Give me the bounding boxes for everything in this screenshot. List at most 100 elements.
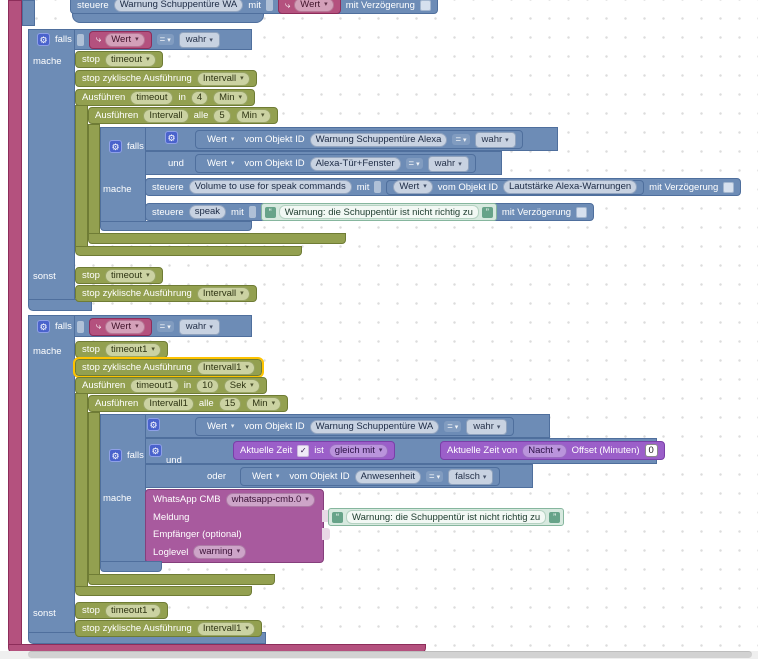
delay-value-field[interactable]: 4 xyxy=(190,90,209,105)
if-block-3-label-row[interactable]: ⚙ falls xyxy=(103,138,150,155)
astro-type-dropdown[interactable]: Nacht xyxy=(522,443,567,458)
unit-dropdown[interactable]: Sek xyxy=(223,378,260,393)
gear-icon[interactable]: ⚙ xyxy=(149,444,162,457)
wert-dropdown[interactable]: Wert xyxy=(202,158,239,170)
stop-interval-block[interactable]: stop zyklische Ausführung Intervall xyxy=(75,70,257,87)
if-block-1-left-column[interactable] xyxy=(28,29,75,303)
get-value-block[interactable]: Wert vom Objekt ID Lautstärke Alexa-Warn… xyxy=(386,179,645,195)
stop-interval1-block-selected[interactable]: stop zyklische Ausführung Intervall1 xyxy=(73,357,264,378)
gear-icon[interactable]: ⚙ xyxy=(37,33,50,46)
clipped-block-bottom-bar[interactable] xyxy=(72,13,264,23)
if-block-3-left-column[interactable] xyxy=(100,127,146,224)
time-compare-block[interactable]: Aktuelle Zeit ✓ ist gleich mit xyxy=(233,441,396,460)
interval1-wrapper-left-bar[interactable] xyxy=(88,412,100,576)
wert-dropdown[interactable]: Wert xyxy=(294,0,334,12)
whatsapp-instance-dropdown[interactable]: whatsapp-cmb.0 xyxy=(225,492,315,507)
timeout-name-dropdown[interactable]: timeout1 xyxy=(104,342,161,357)
delay-checkbox[interactable] xyxy=(723,181,735,193)
wahr-value-block[interactable]: wahr xyxy=(466,418,508,435)
wahr-value-block[interactable]: wahr xyxy=(178,318,220,335)
interval-name-field[interactable]: Intervall1 xyxy=(143,396,194,411)
stop-timeout1-block[interactable]: stop timeout1 xyxy=(75,341,168,358)
delay-checkbox[interactable] xyxy=(419,0,431,11)
schedule-interval-block[interactable]: Ausführen Intervall alle 5 Min xyxy=(88,107,278,124)
delay-value-field[interactable]: 10 xyxy=(196,378,219,393)
if-block-4-label-row[interactable]: ⚙ falls xyxy=(103,447,150,464)
message-text-field[interactable]: Warnung: die Schuppentür ist nicht richt… xyxy=(278,205,479,219)
set-speak-block[interactable]: steuere speak mit “ Warnung: die Schuppe… xyxy=(145,203,595,221)
stop-timeout1-block[interactable]: stop timeout1 xyxy=(75,602,168,619)
operator-dropdown[interactable]: = xyxy=(405,158,423,169)
unit-dropdown[interactable]: Min xyxy=(213,90,248,105)
wahr-value-block[interactable]: wahr xyxy=(178,31,220,48)
unit-dropdown[interactable]: Min xyxy=(246,396,282,411)
compare-block-warnung-alexa[interactable]: Wert vom Objekt ID Warnung Schuppentüre … xyxy=(195,130,523,149)
stop-timeout-block[interactable]: stop timeout xyxy=(75,267,163,284)
timeout-name-dropdown[interactable]: timeout xyxy=(104,52,156,67)
offset-value-field[interactable]: 0 xyxy=(644,444,658,457)
time-checkbox[interactable]: ✓ xyxy=(297,444,310,457)
interval-name-field[interactable]: Intervall xyxy=(143,108,189,123)
text-string-block[interactable]: “ Warnung: die Schuppentür ist nicht ric… xyxy=(260,203,497,221)
operator-dropdown[interactable]: = xyxy=(452,134,470,145)
whatsapp-block[interactable]: WhatsApp CMB whatsapp-cmb.0 Meldung Empf… xyxy=(145,489,324,563)
gear-icon[interactable]: ⚙ xyxy=(37,320,50,333)
wahr-value-block[interactable]: wahr xyxy=(427,155,469,172)
schedule-timeout-block[interactable]: Ausführen timeout in 4 Min xyxy=(75,89,255,106)
interval-name-dropdown[interactable]: Intervall xyxy=(196,71,250,86)
clipped-block-left-bar[interactable] xyxy=(22,0,35,26)
unit-dropdown[interactable]: Min xyxy=(235,108,271,123)
if-block-2-left-column[interactable] xyxy=(28,315,75,635)
interval-name-dropdown[interactable]: Intervall1 xyxy=(196,360,255,375)
timeout1-wrapper-bottom-bar[interactable] xyxy=(75,586,252,596)
wert-dropdown[interactable]: Wert xyxy=(247,471,284,483)
wert-dropdown[interactable]: Wert xyxy=(105,32,145,47)
operator-dropdown[interactable]: = xyxy=(444,421,462,432)
stop-interval1-block[interactable]: stop zyklische Ausführung Intervall1 xyxy=(75,620,262,637)
trigger-block-left-bar[interactable] xyxy=(8,0,22,649)
timeout-wrapper-left-bar[interactable] xyxy=(75,105,88,248)
if-block-1-bottom-bar[interactable] xyxy=(28,299,92,311)
operator-dropdown[interactable]: = xyxy=(156,321,174,332)
interval-value-field[interactable]: 5 xyxy=(213,108,231,123)
timeout-name-dropdown[interactable]: timeout xyxy=(104,268,156,283)
stop-timeout-block[interactable]: stop timeout xyxy=(75,51,163,68)
timeout1-wrapper-left-bar[interactable] xyxy=(75,393,88,589)
timeout-name-field[interactable]: timeout xyxy=(130,90,174,105)
object-id-field[interactable]: Warnung Schuppentüre Alexa xyxy=(309,132,448,147)
interval1-wrapper-bottom-bar[interactable] xyxy=(88,574,275,585)
message-text-field[interactable]: Warnung: die Schuppentür ist nicht richt… xyxy=(346,510,547,524)
gear-icon[interactable]: ⚙ xyxy=(147,418,160,431)
if-block-4-left-column[interactable] xyxy=(100,414,146,562)
timeout-wrapper-bottom-bar[interactable] xyxy=(75,246,302,256)
wert-dropdown[interactable]: Wert xyxy=(393,180,433,194)
compare-block-anwesenheit[interactable]: Wert vom Objekt ID Anwesenheit = falsch xyxy=(240,467,501,486)
object-id-field[interactable]: speak xyxy=(188,205,227,219)
if-block-3-bottom-bar[interactable] xyxy=(100,221,252,231)
timeout-name-dropdown[interactable]: timeout1 xyxy=(104,603,161,618)
schedule-interval1-block[interactable]: Ausführen Intervall1 alle 15 Min xyxy=(88,395,289,412)
compare-mode-dropdown[interactable]: gleich mit xyxy=(328,443,389,458)
astro-time-block[interactable]: Aktuelle Zeit von Nacht Offset (Minuten)… xyxy=(440,441,665,460)
operator-dropdown[interactable]: = xyxy=(426,471,444,482)
interval-name-dropdown[interactable]: Intervall xyxy=(196,286,250,301)
compare-block-warnung-wa[interactable]: Wert vom Objekt ID Warnung Schuppentüre … xyxy=(195,417,515,436)
gear-icon[interactable]: ⚙ xyxy=(109,140,122,153)
interval-value-field[interactable]: 15 xyxy=(218,396,242,411)
text-string-block[interactable]: “ Warnung: die Schuppentür ist nicht ric… xyxy=(328,508,565,526)
if-block-4-bottom-bar[interactable] xyxy=(100,561,162,572)
gear-icon[interactable]: ⚙ xyxy=(109,449,122,462)
horizontal-scrollbar-thumb[interactable] xyxy=(28,651,752,658)
stop-interval-block[interactable]: stop zyklische Ausführung Intervall xyxy=(75,285,257,302)
wert-dropdown[interactable]: Wert xyxy=(202,421,239,433)
object-id-field[interactable]: Warnung Schuppentüre WA xyxy=(113,0,244,12)
wert-dropdown[interactable]: Wert xyxy=(202,134,239,146)
gear-icon[interactable]: ⚙ xyxy=(165,131,178,144)
set-object-warnung-wa-block[interactable]: steuere Warnung Schuppentüre WA mit ⤷ We… xyxy=(70,0,438,14)
timeout-name-field[interactable]: timeout1 xyxy=(130,378,179,393)
wert-value-block[interactable]: ⤷ Wert xyxy=(88,317,152,336)
object-id-field[interactable]: Volume to use for speak commands xyxy=(188,180,352,194)
operator-dropdown[interactable]: = xyxy=(156,34,174,45)
if-block-1-header-row[interactable]: ⚙ falls ⤷ Wert = wahr xyxy=(31,30,226,49)
